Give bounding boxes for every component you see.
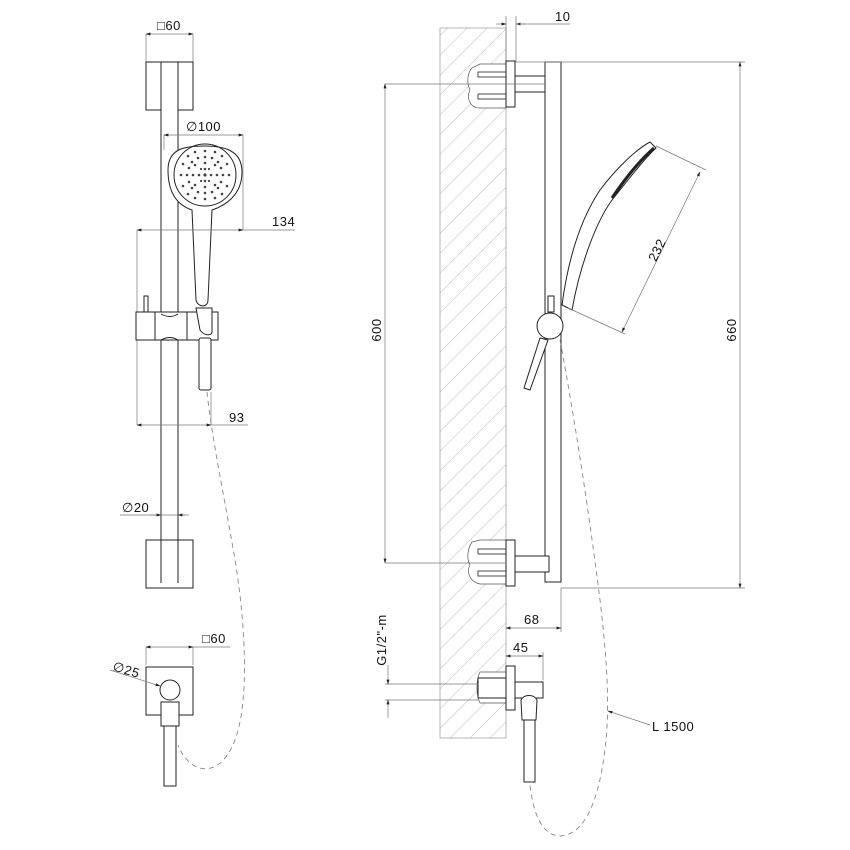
outlet-projection-label: 45 [513,640,528,655]
hose-front [177,391,245,769]
rail-projection-label: 68 [524,612,539,627]
bottom-wall-bracket [145,539,194,589]
bracket-top-label: □60 [157,18,181,33]
dim-outlet-projection: 45 [505,640,544,680]
outlet-bracket-label: □60 [202,631,226,646]
rail-diameter-label: ∅20 [122,500,149,515]
dim-rail-projection: 68 [505,588,562,632]
wall-outlet-side [476,665,544,783]
thread-label: G1/2"-m [374,614,389,665]
dim-rail-diameter: ∅20 [120,500,189,517]
hose-length-label: L 1500 [652,719,694,734]
dim-handshower-diameter: ∅100 [163,119,244,230]
handshower-diameter-label: ∅100 [186,119,221,134]
handshower-length-label: 232 [645,236,669,263]
dim-outlet-bracket: □60 [145,631,230,665]
front-view: □60 ∅100 [109,18,295,787]
dim-total-height: 660 [515,61,745,589]
dim-thread: G1/2"-m [374,614,478,718]
bracket-spacing-label: 600 [369,318,384,341]
wall-section [439,27,507,739]
handshower-side [523,141,657,391]
plate-thickness-label: 10 [555,9,570,24]
handshower-height-label: 134 [272,214,295,229]
bottom-fixing-side [467,539,550,587]
hose-offset-label: 93 [229,410,244,425]
dim-plate-thickness: 10 [496,9,570,62]
slider-holder [135,295,219,341]
wall-outlet-front [145,666,194,787]
dim-hose-length: L 1500 [607,710,694,734]
spray-nozzles [179,149,231,201]
hose-connector [198,337,212,391]
top-fixing-side [467,60,550,109]
handshower-front [167,143,243,307]
hose-side [529,339,609,837]
dim-top-bracket: □60 [145,18,194,62]
dim-hose-offset: 93 [136,392,248,427]
outlet-diameter-label: ∅25 [111,659,141,681]
dim-bracket-spacing: 600 [369,83,545,564]
side-view: 10 600 [369,9,745,837]
total-height-label: 660 [724,318,739,341]
